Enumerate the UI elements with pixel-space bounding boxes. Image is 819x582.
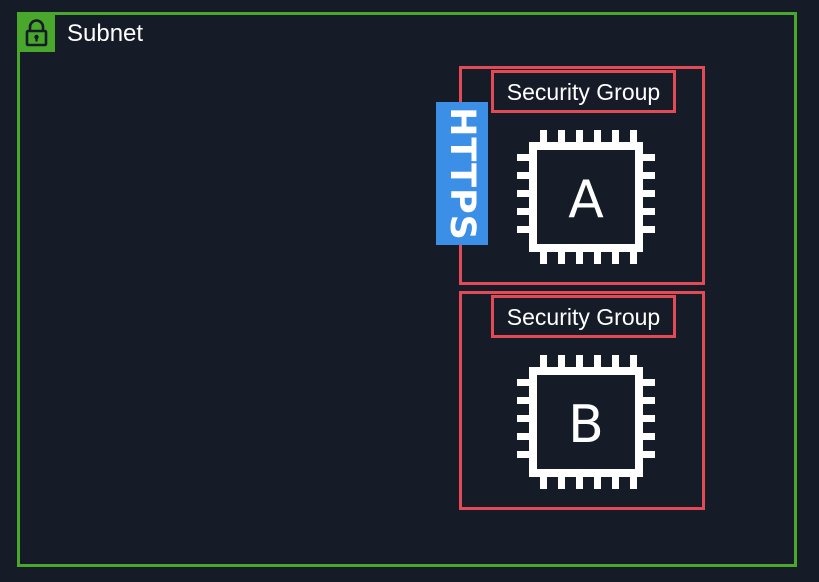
- https-label: HTTPS: [442, 106, 482, 241]
- chip-icon: B: [511, 347, 661, 497]
- security-group-b: Security Group: [459, 291, 705, 510]
- security-group-label: Security Group: [491, 70, 676, 113]
- security-group-a: Security Group: [459, 66, 705, 285]
- https-badge: HTTPS: [436, 102, 488, 245]
- subnet-boundary: [17, 12, 797, 567]
- instance-label: A: [568, 170, 604, 230]
- subnet-label: Subnet: [67, 20, 144, 47]
- instance-label: B: [568, 395, 604, 455]
- lock-icon: [18, 15, 55, 52]
- security-group-label: Security Group: [491, 295, 676, 338]
- chip-icon: A: [511, 122, 661, 272]
